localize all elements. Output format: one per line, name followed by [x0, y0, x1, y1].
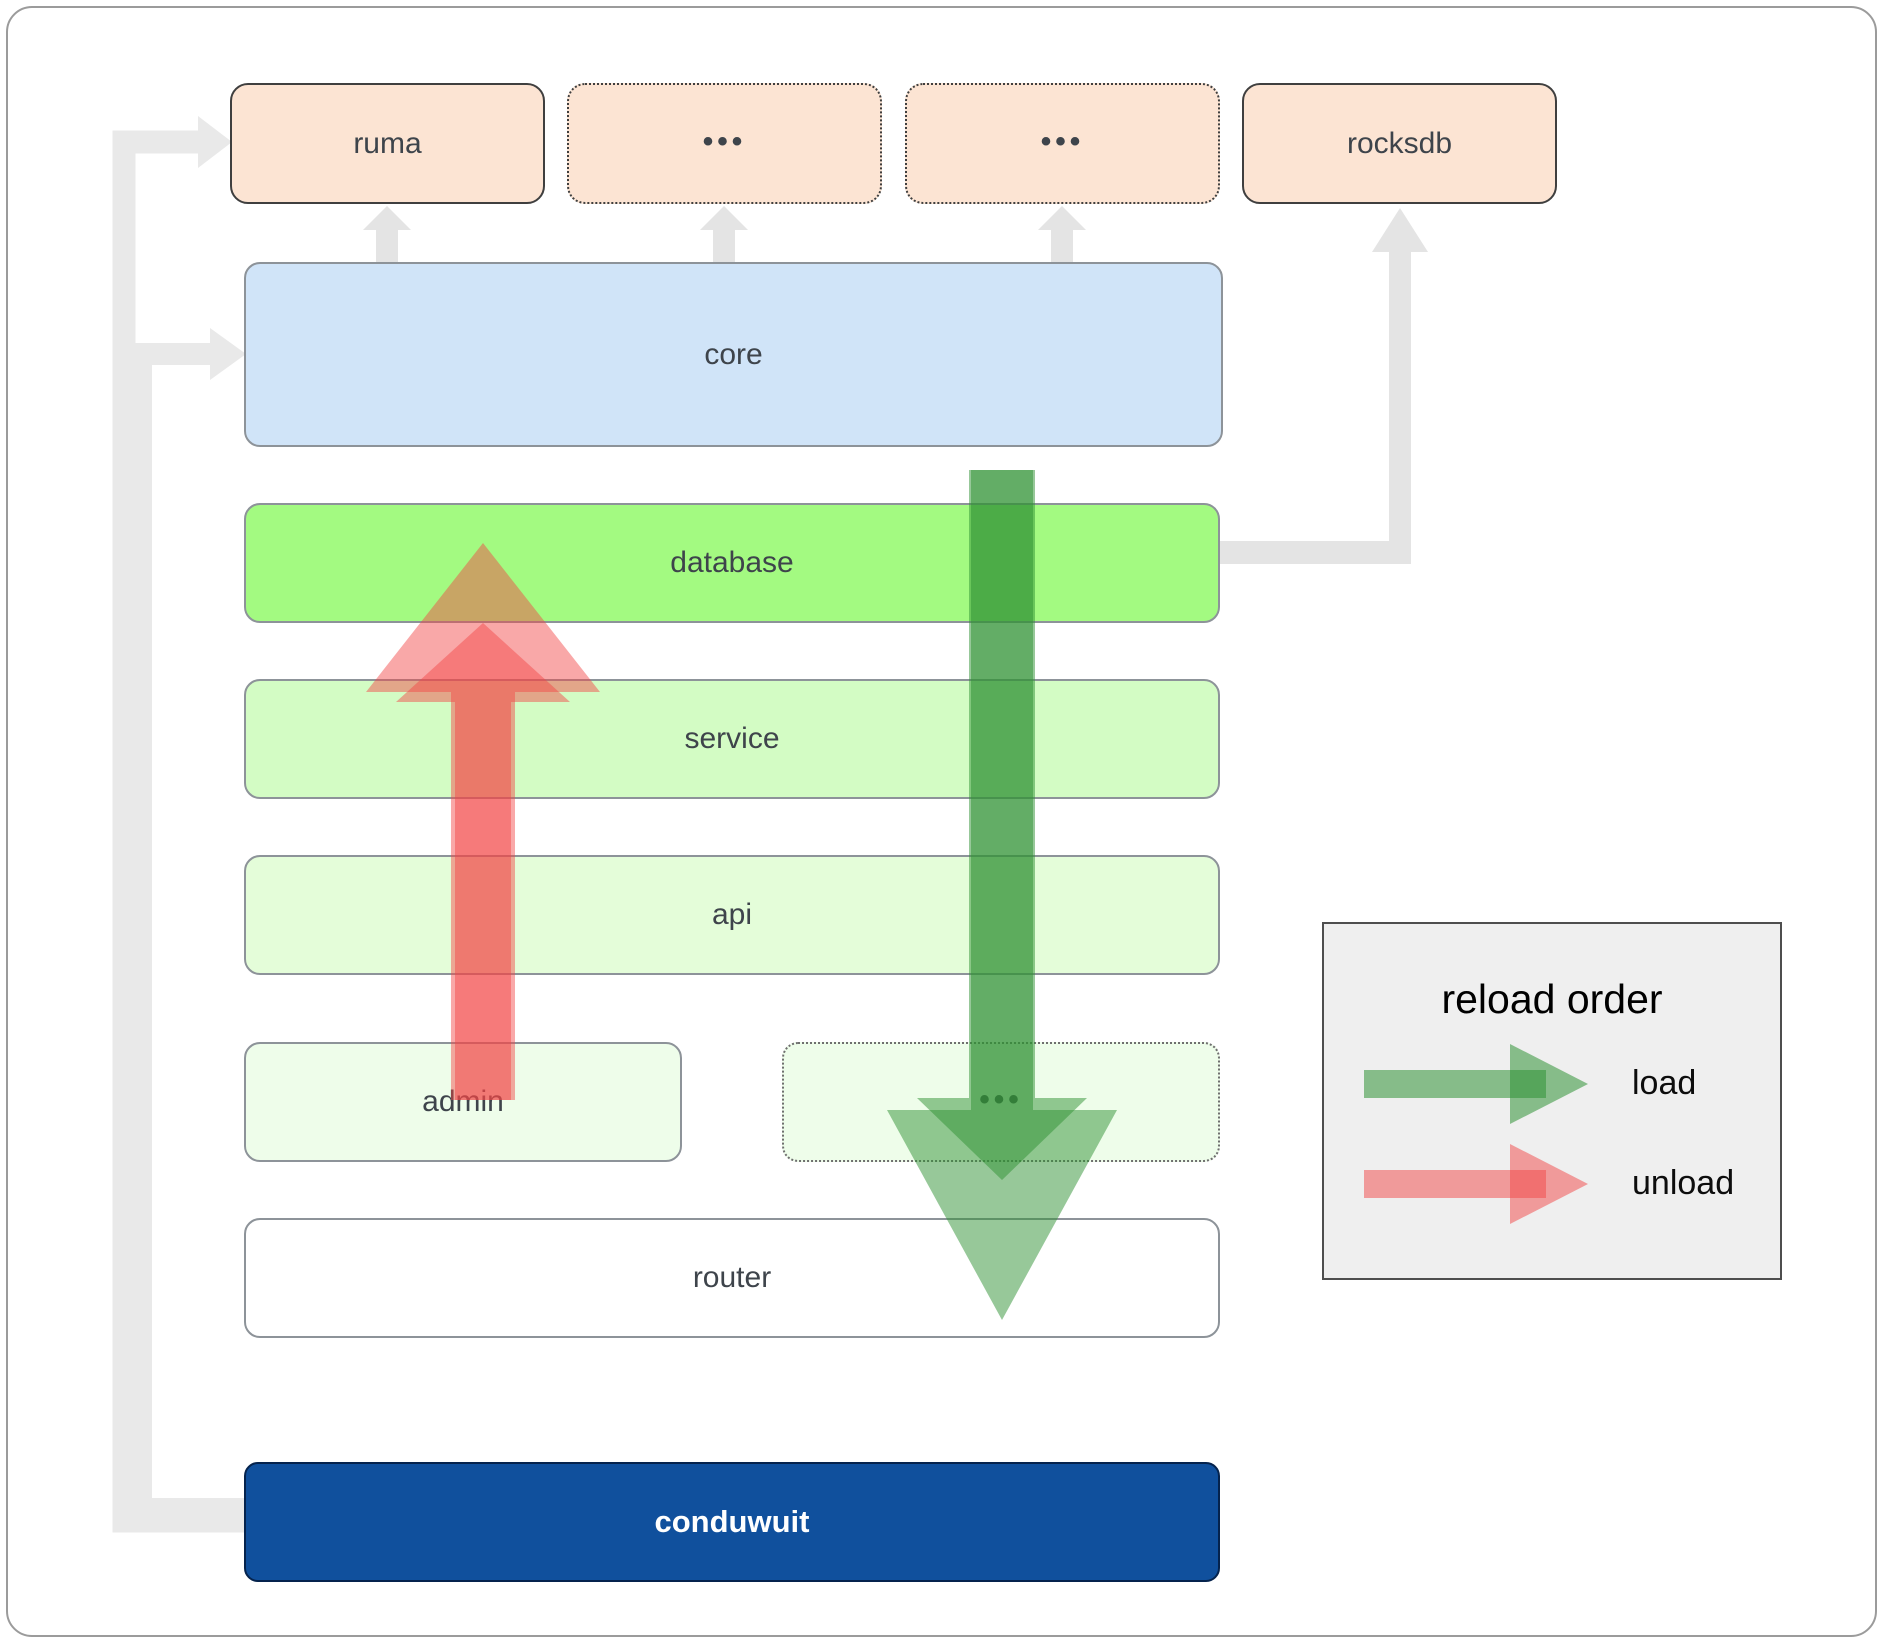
node-ellipsis-top-1-label: •••: [702, 124, 747, 158]
node-admin: admin: [244, 1042, 682, 1162]
node-conduwuit: conduwuit: [244, 1462, 1220, 1582]
node-ellipsis-top-2: •••: [905, 83, 1220, 204]
legend-load-label: load: [1632, 1064, 1697, 1102]
node-ellipsis-top-1: •••: [567, 83, 882, 204]
node-rocksdb: rocksdb: [1242, 83, 1557, 204]
node-ruma-label: ruma: [353, 126, 422, 160]
node-ellipsis-row: •••: [782, 1042, 1220, 1162]
node-ruma: ruma: [230, 83, 545, 204]
node-router-label: router: [692, 1261, 772, 1294]
legend-unload-arrow-icon: [1364, 1144, 1588, 1224]
legend: reload order load unload: [1322, 922, 1782, 1280]
legend-arrows: [1364, 1044, 1588, 1224]
node-ellipsis-top-2-label: •••: [1040, 124, 1085, 158]
node-database-label: database: [670, 546, 794, 579]
node-admin-label: admin: [422, 1085, 504, 1118]
node-api-label: api: [711, 898, 753, 931]
legend-title: reload order: [1441, 976, 1663, 1022]
legend-unload-label: unload: [1632, 1164, 1735, 1202]
node-core-label: core: [704, 337, 763, 371]
node-ellipsis-row-label: •••: [979, 1083, 1023, 1116]
node-service: service: [244, 679, 1220, 799]
legend-load-arrow-icon: [1364, 1044, 1588, 1124]
diagram-frame: [6, 6, 1877, 1637]
node-api: api: [244, 855, 1220, 975]
node-database: database: [244, 503, 1220, 623]
node-rocksdb-label: rocksdb: [1346, 126, 1453, 160]
node-router: router: [244, 1218, 1220, 1338]
node-conduwuit-label: conduwuit: [654, 1504, 810, 1539]
node-service-label: service: [684, 722, 780, 755]
node-core: core: [244, 262, 1223, 447]
